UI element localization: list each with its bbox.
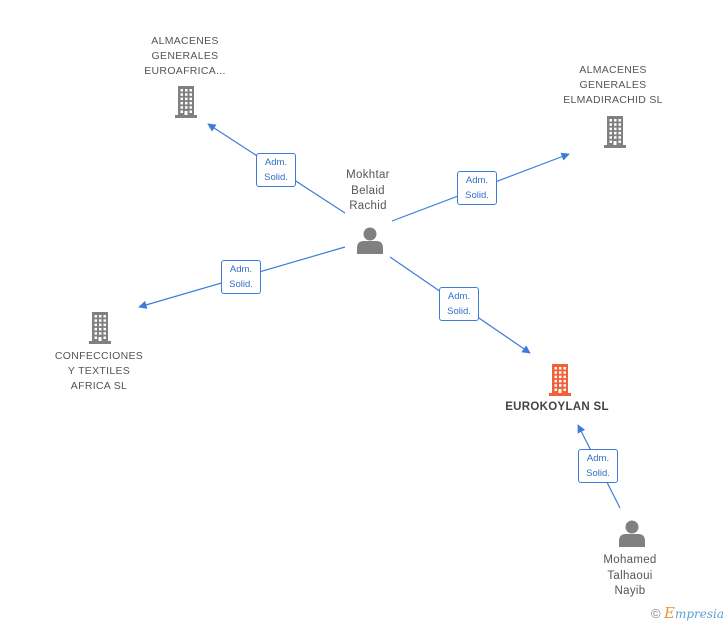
node-label-eurokoylan[interactable]: EUROKOYLAN SL xyxy=(505,401,609,413)
person-icon-mokhtar[interactable] xyxy=(357,227,383,255)
building-icon-eurokoylan[interactable] xyxy=(549,364,571,396)
empresia-footer[interactable]: © Empresia xyxy=(651,604,724,622)
person-icon-mohamed[interactable] xyxy=(619,520,645,548)
edge-label-mokhtar-elmadirachid: Adm.Solid. xyxy=(457,171,497,205)
edge-label-mokhtar-euroafrica: Adm.Solid. xyxy=(256,153,296,187)
edge-label-mokhtar-eurokoylan: Adm.Solid. xyxy=(439,287,479,321)
node-label-mohamed[interactable]: Mohamed Talhaoui Nayib xyxy=(603,554,657,597)
empresia-logo-text: mpresia xyxy=(674,607,724,621)
node-label-mokhtar[interactable]: Mokhtar Belaid Rachid xyxy=(346,169,390,212)
node-label-almacenes-euroafrica[interactable]: ALMACENES GENERALES EUROAFRICA... xyxy=(144,35,226,77)
empresia-logo-e: E xyxy=(663,604,675,622)
building-icon-almacenes_euroafrica[interactable] xyxy=(175,86,197,118)
node-label-confecciones[interactable]: CONFECCIONES Y TEXTILES AFRICA SL xyxy=(54,350,144,392)
node-label-almacenes-elmadirachid[interactable]: ALMACENES GENERALES ELMADIRACHID SL xyxy=(563,64,663,106)
building-icon-confecciones[interactable] xyxy=(89,312,111,344)
copyright-symbol: © xyxy=(651,606,661,621)
edge-label-mokhtar-confecciones: Adm.Solid. xyxy=(221,260,261,294)
building-icon-almacenes_elmadirachid[interactable] xyxy=(604,116,626,148)
edge-label-mohamed-eurokoylan: Adm.Solid. xyxy=(578,449,618,483)
